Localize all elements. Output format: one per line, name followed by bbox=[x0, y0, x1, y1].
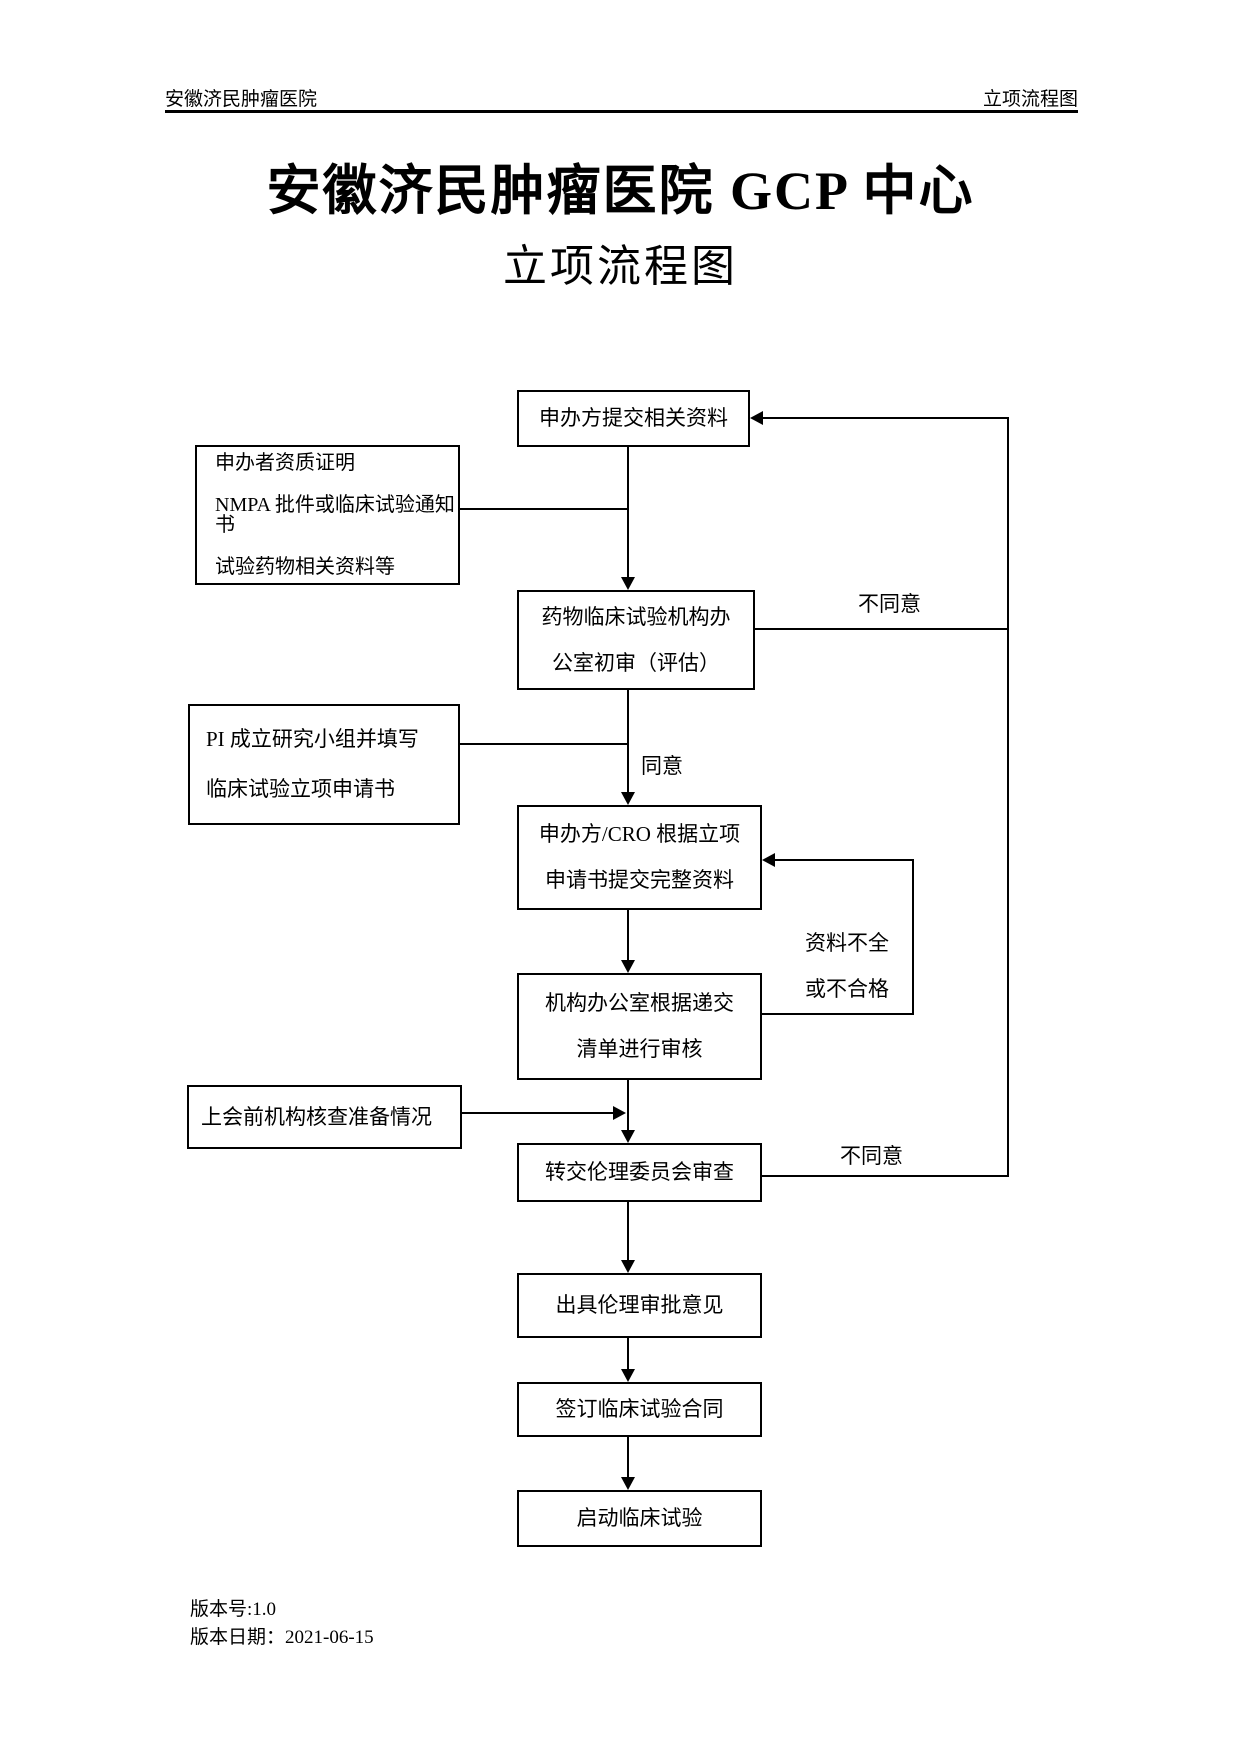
node-label: 上会前机构核查准备情况 bbox=[201, 1104, 432, 1129]
node-ethics-committee-review: 转交伦理委员会审查 bbox=[517, 1143, 762, 1202]
connector-line bbox=[755, 628, 1009, 630]
node-office-initial-review: 药物临床试验机构办 公室初审（评估） bbox=[517, 590, 755, 690]
connector-line bbox=[762, 1175, 1009, 1177]
arrowhead-down-icon bbox=[621, 1130, 635, 1143]
page-subtitle: 立项流程图 bbox=[503, 242, 738, 291]
node-cro-submit-full-materials: 申办方/CRO 根据立项 申请书提交完整资料 bbox=[517, 805, 762, 910]
connector-line bbox=[762, 1013, 914, 1015]
header-rule bbox=[165, 110, 1078, 113]
node-label: 启动临床试验 bbox=[576, 1506, 703, 1530]
connector-line bbox=[627, 1080, 629, 1131]
connector-line bbox=[627, 1437, 629, 1478]
arrowhead-down-icon bbox=[621, 577, 635, 590]
arrowhead-left-icon bbox=[750, 411, 763, 425]
node-checklist-review: 机构办公室根据递交 清单进行审核 bbox=[517, 973, 762, 1080]
footer-version: 版本号:1.0 bbox=[190, 1599, 277, 1620]
connector-line bbox=[627, 910, 629, 961]
connector-line bbox=[775, 859, 914, 861]
edge-label-agree: 同意 bbox=[641, 754, 683, 778]
node-label: PI 成立研究小组并填写 bbox=[206, 727, 419, 751]
node-label: 清单进行审核 bbox=[576, 1037, 703, 1061]
connector-line bbox=[912, 860, 914, 1015]
node-label: 公室初审（评估） bbox=[552, 650, 720, 675]
arrowhead-right-icon bbox=[613, 1106, 626, 1120]
arrowhead-down-icon bbox=[621, 960, 635, 973]
footer: 版本号:1.0 版本日期：2021-06-15 bbox=[190, 1596, 374, 1652]
header-right-text: 立项流程图 bbox=[982, 89, 1078, 110]
connector-line bbox=[1007, 418, 1009, 1177]
connector-line bbox=[460, 743, 629, 745]
node-label: 转交伦理委员会审查 bbox=[545, 1160, 734, 1184]
node-ethics-opinion: 出具伦理审批意见 bbox=[517, 1273, 762, 1338]
node-sponsor-materials: 申办者资质证明 NMPA 批件或临床试验通知书 试验药物相关资料等 bbox=[195, 445, 460, 585]
arrowhead-left-icon bbox=[762, 853, 775, 867]
edge-label-disagree-bottom: 不同意 bbox=[840, 1144, 903, 1168]
node-pre-meeting-check: 上会前机构核查准备情况 bbox=[187, 1085, 462, 1149]
node-label: 出具伦理审批意见 bbox=[555, 1293, 724, 1317]
edge-label-disagree-top: 不同意 bbox=[858, 592, 921, 616]
edge-label-incomplete-2: 或不合格 bbox=[805, 977, 889, 1001]
footer-date: 版本日期：2021-06-15 bbox=[190, 1627, 374, 1648]
node-label: 申办者资质证明 bbox=[215, 452, 355, 474]
node-label: 药物临床试验机构办 bbox=[541, 604, 731, 629]
node-label: NMPA 批件或临床试验通知书 bbox=[215, 494, 455, 536]
connector-line bbox=[460, 508, 629, 510]
node-sponsor-submit: 申办方提交相关资料 bbox=[517, 390, 750, 447]
node-pi-research-group: PI 成立研究小组并填写 临床试验立项申请书 bbox=[188, 704, 460, 825]
connector-line bbox=[627, 1338, 629, 1370]
node-start-trial: 启动临床试验 bbox=[517, 1490, 762, 1547]
connector-line bbox=[627, 690, 629, 793]
node-label: 机构办公室根据递交 bbox=[545, 991, 734, 1015]
node-label: 申办方/CRO 根据立项 bbox=[538, 822, 741, 846]
node-label: 申请书提交完整资料 bbox=[545, 868, 734, 892]
node-label: 签订临床试验合同 bbox=[555, 1397, 724, 1421]
node-label: 试验药物相关资料等 bbox=[215, 556, 395, 578]
connector-line bbox=[627, 1202, 629, 1261]
node-label: 申办方提交相关资料 bbox=[539, 406, 728, 430]
arrowhead-down-icon bbox=[621, 792, 635, 805]
connector-line bbox=[627, 447, 629, 578]
arrowhead-down-icon bbox=[621, 1477, 635, 1490]
page-title: 安徽济民肿瘤医院 GCP 中心 bbox=[266, 161, 975, 221]
node-label: 临床试验立项申请书 bbox=[206, 777, 395, 801]
arrowhead-down-icon bbox=[621, 1260, 635, 1273]
node-sign-contract: 签订临床试验合同 bbox=[517, 1382, 762, 1437]
edge-label-incomplete-1: 资料不全 bbox=[805, 931, 889, 955]
header-left-text: 安徽济民肿瘤医院 bbox=[165, 89, 318, 110]
connector-line bbox=[762, 417, 1009, 419]
connector-line bbox=[462, 1112, 614, 1114]
arrowhead-down-icon bbox=[621, 1369, 635, 1382]
